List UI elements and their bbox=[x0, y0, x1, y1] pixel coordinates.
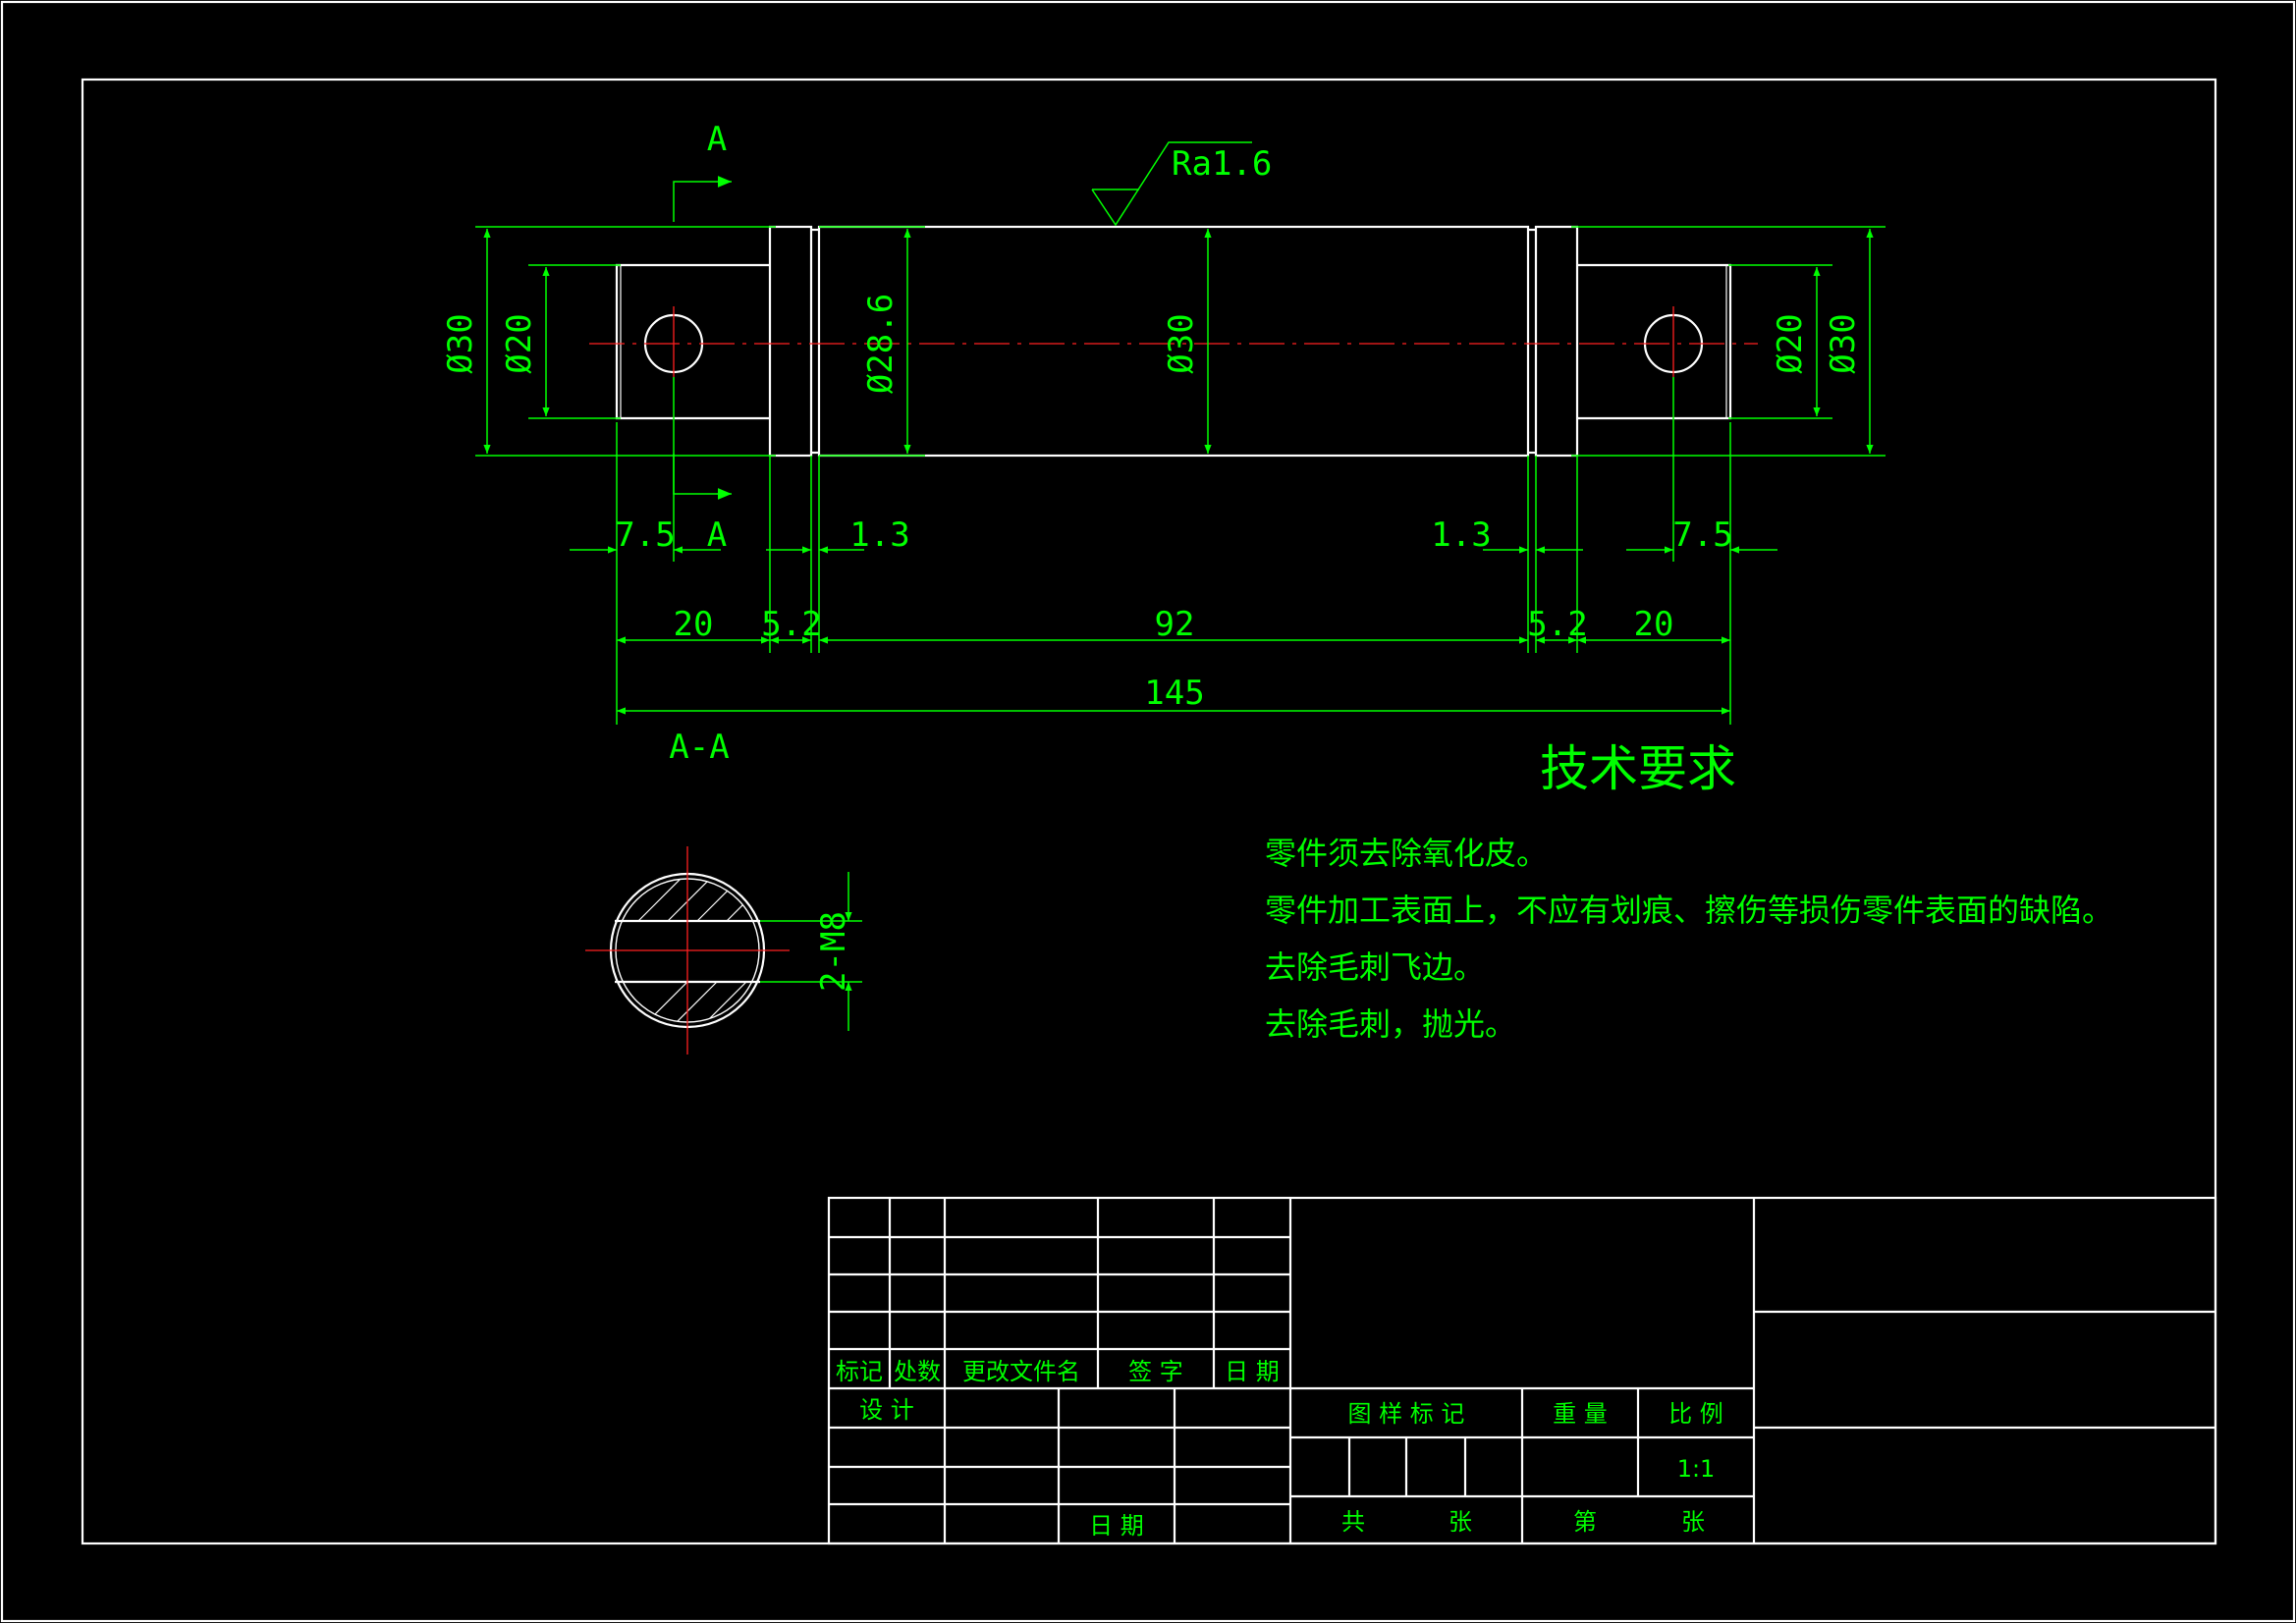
section-center-lines bbox=[585, 846, 790, 1055]
tb-design: 设 计 bbox=[859, 1396, 914, 1424]
surface-finish-symbol bbox=[1091, 141, 1252, 227]
section-dimension bbox=[760, 872, 862, 1031]
section-label-top: A bbox=[707, 120, 727, 159]
inner-frame bbox=[81, 78, 2217, 1545]
dia-right-outer: Ø30 bbox=[1824, 313, 1863, 373]
tech-req-item-4: 去除毛刺，抛光。 bbox=[1265, 1005, 1516, 1043]
dim-overall: 145 bbox=[1144, 674, 1204, 713]
dim-hole-right: 7.5 bbox=[1672, 515, 1732, 555]
dim-end-right: 20 bbox=[1634, 605, 1674, 644]
tb-scale-label: 比 例 bbox=[1668, 1400, 1723, 1428]
title-block-lines bbox=[827, 1196, 2217, 1545]
length-dimension-lines bbox=[570, 546, 1777, 715]
dia-left-inner: Ø20 bbox=[500, 313, 539, 373]
section-title: A-A bbox=[669, 728, 729, 767]
length-extension-lines bbox=[616, 377, 1731, 725]
section-thread-label: 2-M8 bbox=[814, 911, 853, 992]
tb-mark: 标记 bbox=[836, 1358, 883, 1385]
tb-total: 共 bbox=[1341, 1508, 1365, 1536]
tb-number: 第 bbox=[1573, 1508, 1597, 1536]
tb-date: 日 期 bbox=[1225, 1358, 1280, 1385]
diameter-extension-lines bbox=[475, 226, 1886, 457]
dim-collar-right: 5.2 bbox=[1527, 605, 1587, 644]
tb-change-doc: 更改文件名 bbox=[962, 1358, 1080, 1385]
section-label-bottom: A bbox=[707, 515, 727, 555]
dia-left-outer: Ø30 bbox=[441, 313, 480, 373]
tech-req-item-1: 零件须去除氧化皮。 bbox=[1265, 835, 1548, 872]
tech-req-item-3: 去除毛刺飞边。 bbox=[1265, 948, 1485, 986]
tb-scale-value: 1:1 bbox=[1677, 1455, 1716, 1483]
center-lines bbox=[589, 306, 1758, 377]
tb-sheet2: 张 bbox=[1681, 1508, 1705, 1536]
tb-sign: 签 字 bbox=[1128, 1358, 1183, 1385]
tech-req-item-2: 零件加工表面上，不应有划痕、擦伤等损伤零件表面的缺陷。 bbox=[1265, 892, 2113, 929]
tb-date2: 日 期 bbox=[1089, 1512, 1144, 1540]
section-hatching bbox=[616, 879, 759, 1022]
surface-finish-label: Ra1.6 bbox=[1172, 144, 1272, 184]
dia-body: Ø30 bbox=[1162, 313, 1201, 373]
dim-groove-left: 1.3 bbox=[849, 515, 909, 555]
tech-req-title: 技术要求 bbox=[1540, 740, 1736, 797]
dim-end-left: 20 bbox=[674, 605, 714, 644]
dim-middle: 92 bbox=[1155, 605, 1195, 644]
tb-weight: 重 量 bbox=[1553, 1400, 1608, 1428]
dim-hole-left: 7.5 bbox=[615, 515, 675, 555]
tb-drawing-mark: 图 样 标 记 bbox=[1348, 1400, 1465, 1428]
section-arrows bbox=[673, 176, 732, 500]
dia-body-inner: Ø28.6 bbox=[861, 294, 901, 394]
dim-groove-right: 1.3 bbox=[1431, 515, 1491, 555]
tb-sheet: 张 bbox=[1449, 1508, 1472, 1536]
dia-right-inner: Ø20 bbox=[1771, 313, 1810, 373]
diameter-dimension-lines bbox=[483, 229, 1874, 454]
dim-collar-left: 5.2 bbox=[761, 605, 821, 644]
tb-count: 处数 bbox=[894, 1358, 941, 1385]
